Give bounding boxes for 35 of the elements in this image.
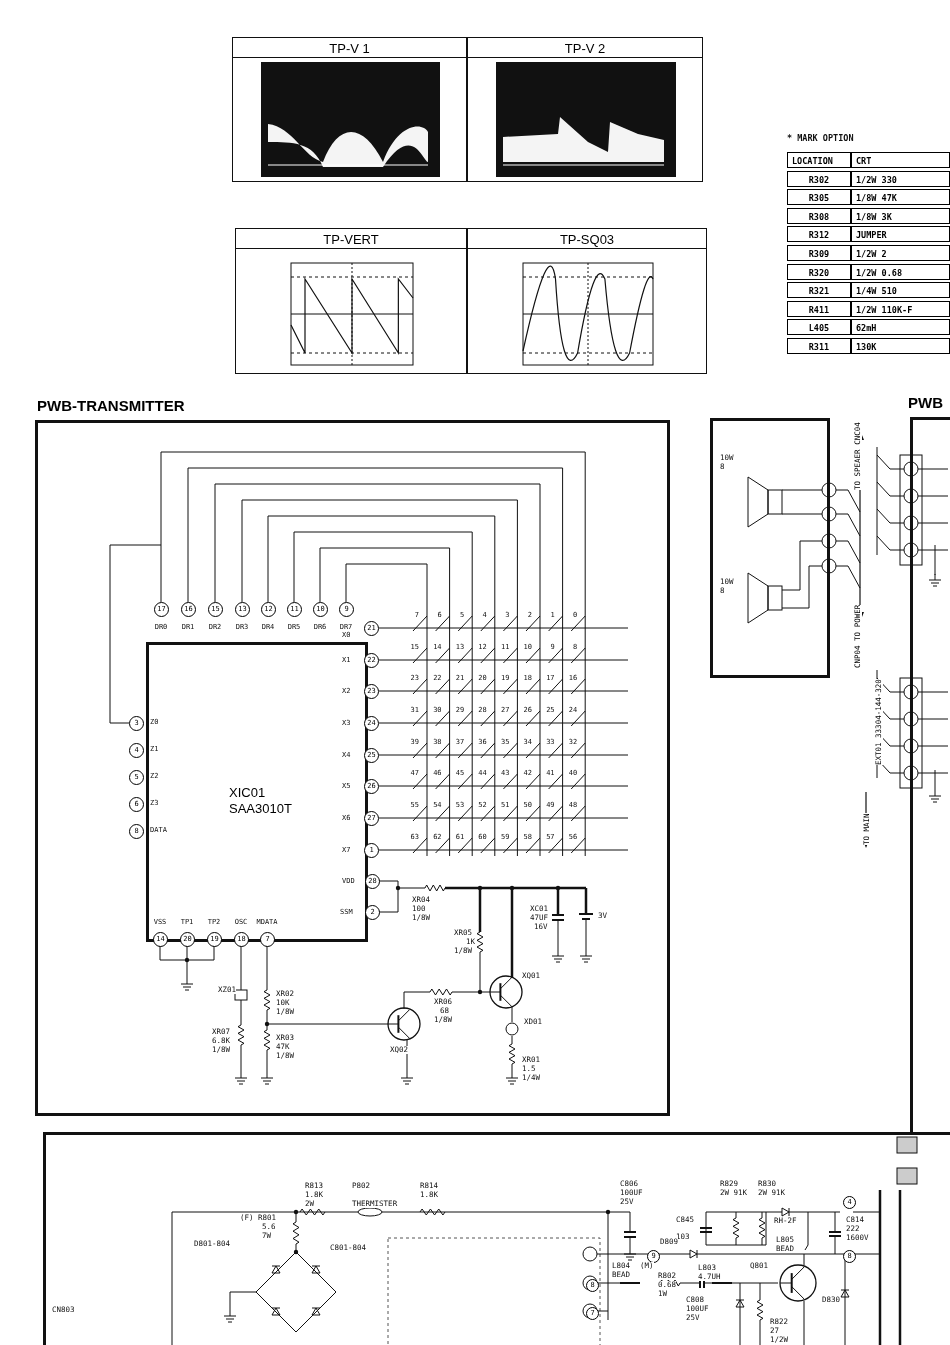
board-title: PWB-TRANSMITTER bbox=[37, 396, 185, 416]
panel-title: TP-V 1 bbox=[329, 41, 370, 56]
table-cell: R308 bbox=[787, 207, 851, 224]
table-cell: 1/8W 47K bbox=[851, 189, 950, 206]
table-cell: R321 bbox=[787, 282, 851, 299]
table-title: * MARK OPTION bbox=[787, 134, 854, 143]
table-cell: L405 bbox=[787, 319, 851, 336]
waveform-panel bbox=[467, 228, 707, 374]
table-cell: R305 bbox=[787, 189, 851, 206]
table-cell: CRT bbox=[851, 152, 950, 168]
table-cell: 1/2W 330 bbox=[851, 170, 950, 187]
chip-label: XIC01 SAA3010T bbox=[229, 785, 293, 817]
table-cell: R311 bbox=[787, 338, 851, 354]
table-cell: 1/8W 3K bbox=[851, 207, 950, 224]
table-cell: 62mH bbox=[851, 319, 950, 336]
table-cell: 1/2W 2 bbox=[851, 245, 950, 261]
panel-title: TP-VERT bbox=[323, 232, 379, 247]
table-cell: R309 bbox=[787, 245, 851, 261]
table-cell: R312 bbox=[787, 226, 851, 243]
panel-title: TP-SQ03 bbox=[559, 232, 615, 247]
table-cell: R302 bbox=[787, 170, 851, 187]
table-cell: 1/2W 110K-F bbox=[851, 300, 950, 317]
table-cell: 1/4W 510 bbox=[851, 282, 950, 299]
table-cell: R411 bbox=[787, 300, 851, 317]
waveform-panel bbox=[467, 37, 703, 182]
table-cell: LOCATION bbox=[787, 152, 851, 168]
table-cell: JUMPER bbox=[851, 226, 950, 243]
waveform-panel bbox=[232, 37, 467, 182]
panel-title: TP-V 2 bbox=[564, 41, 606, 56]
table-cell: 130K bbox=[851, 338, 950, 354]
table-cell: 1/2W 0.68 bbox=[851, 263, 950, 280]
board-title: PWB bbox=[908, 393, 943, 413]
waveform-panel bbox=[235, 228, 467, 374]
table-cell: R320 bbox=[787, 263, 851, 280]
speaker-enclosure-box bbox=[710, 418, 830, 678]
